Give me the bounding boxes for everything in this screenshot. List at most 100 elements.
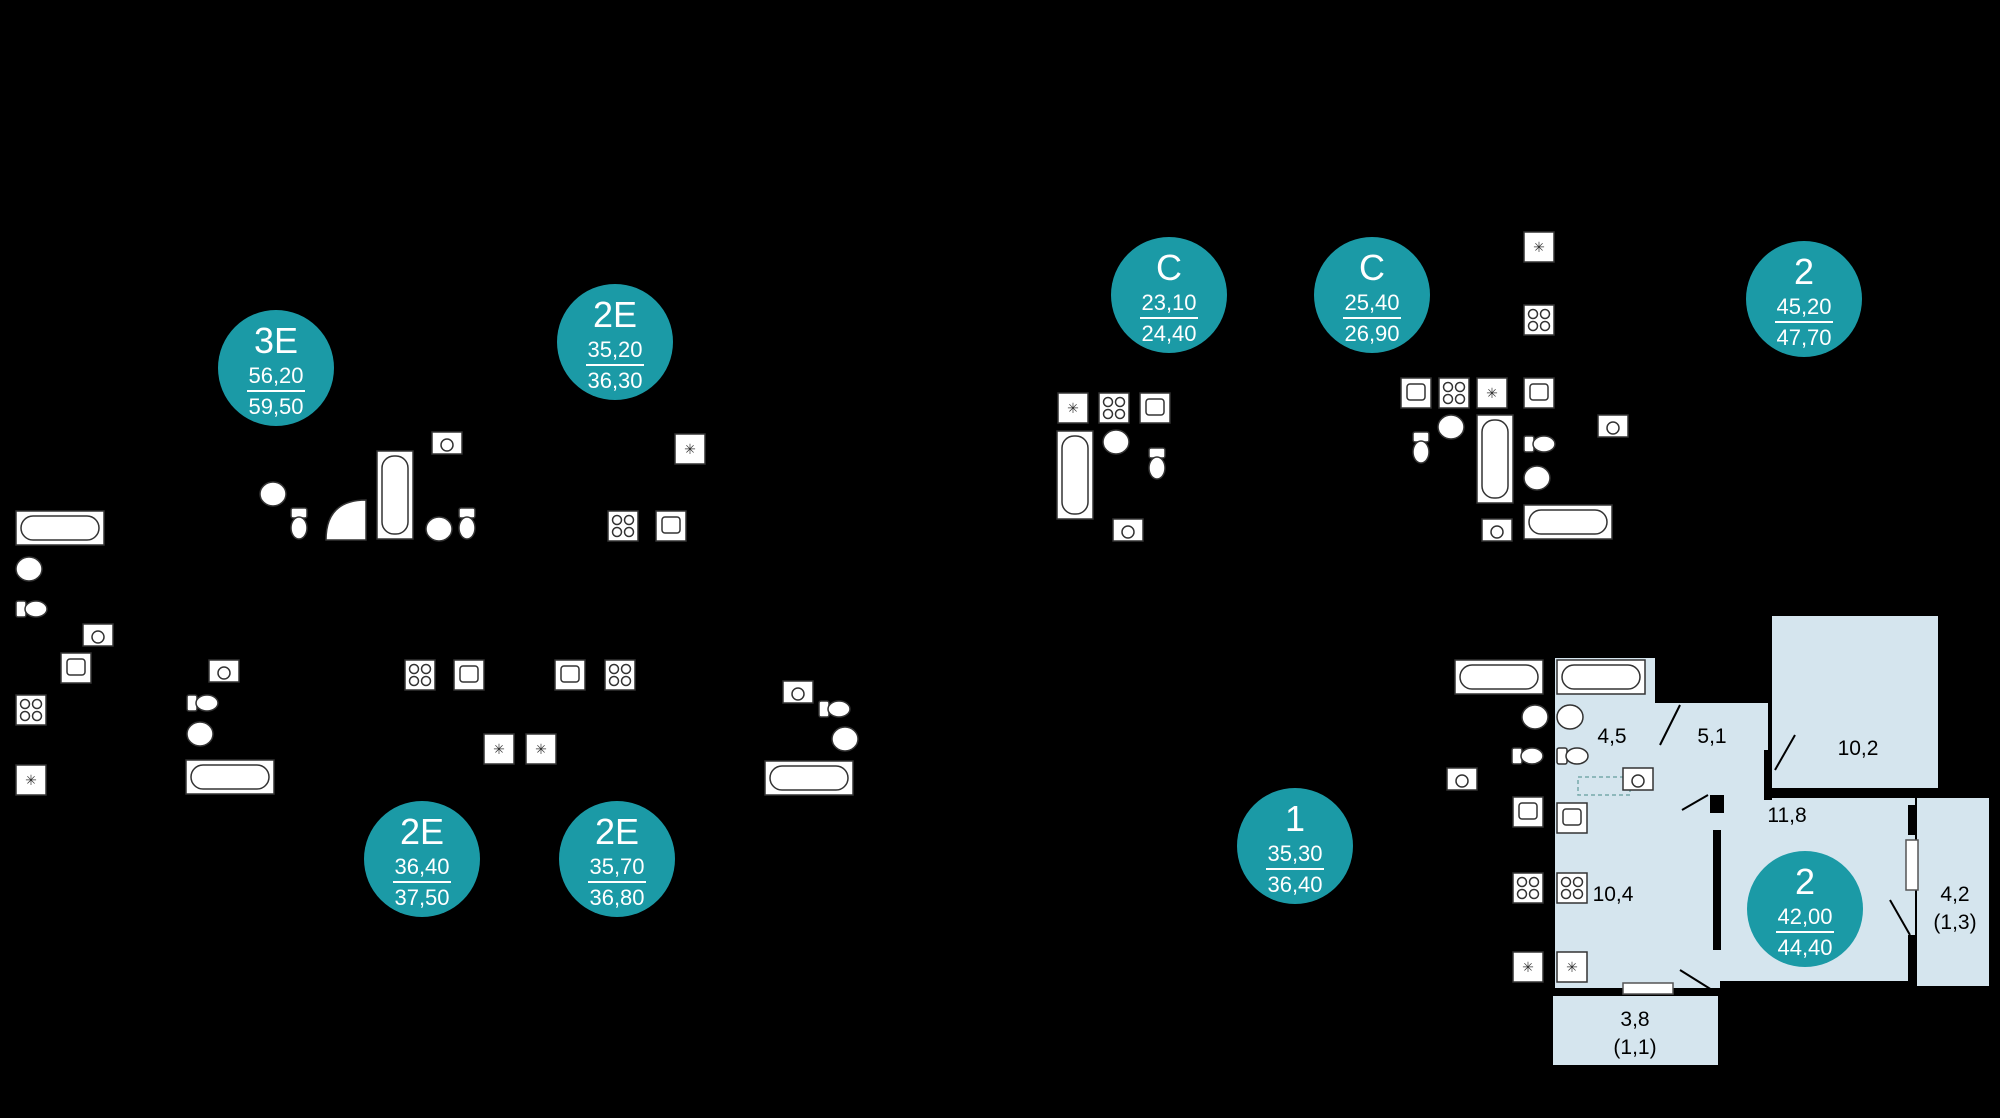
ventilation-icon: ✳ bbox=[1057, 392, 1089, 424]
washbasin-icon bbox=[15, 556, 43, 582]
apartment-badge-c-right[interactable]: C 25,40 26,90 bbox=[1314, 237, 1430, 353]
apartment-total-area: 36,40 bbox=[1267, 872, 1323, 897]
apartment-living-area: 35,30 bbox=[1266, 843, 1324, 870]
svg-text:✳: ✳ bbox=[1566, 959, 1578, 975]
bathtub-icon bbox=[1476, 414, 1514, 504]
bathtub-icon bbox=[1556, 659, 1646, 695]
svg-text:✳: ✳ bbox=[1486, 385, 1498, 401]
apartment-type: C bbox=[1359, 247, 1385, 288]
room-area-sub: (1,3) bbox=[1933, 911, 1977, 934]
room-area-label: 10,4 bbox=[1588, 881, 1638, 909]
sink-icon bbox=[655, 510, 687, 542]
toilet-icon bbox=[1556, 747, 1589, 765]
ventilation-icon: ✳ bbox=[1556, 951, 1588, 983]
room-area: 4,2 bbox=[1940, 883, 1970, 906]
stove-icon bbox=[404, 659, 436, 691]
toilet-icon bbox=[15, 600, 48, 618]
toilet-icon bbox=[818, 700, 851, 718]
toilet-icon bbox=[186, 694, 219, 712]
room-area-label: 3,8 (1,1) bbox=[1607, 1006, 1663, 1062]
washbasin-icon bbox=[1556, 704, 1584, 730]
washing-machine-icon bbox=[82, 623, 114, 647]
washbasin-icon bbox=[259, 481, 287, 507]
stove-icon bbox=[1512, 872, 1544, 904]
apartment-total-area: 59,50 bbox=[248, 394, 304, 419]
ventilation-icon: ✳ bbox=[525, 733, 557, 765]
apartment-living-area: 45,20 bbox=[1775, 296, 1833, 323]
toilet-icon bbox=[458, 507, 476, 540]
door-lines bbox=[1659, 704, 1911, 991]
svg-text:✳: ✳ bbox=[1522, 959, 1534, 975]
stove-icon bbox=[607, 510, 639, 542]
apartment-badge-2e-bottom-right[interactable]: 2E 35,70 36,80 bbox=[559, 801, 675, 917]
ventilation-icon: ✳ bbox=[15, 764, 47, 796]
room-balcony-right bbox=[1917, 798, 1989, 986]
apartment-badge-3e[interactable]: 3E 56,20 59,50 bbox=[218, 310, 334, 426]
room-area-label: 4,2 (1,3) bbox=[1927, 881, 1983, 937]
toilet-icon bbox=[1523, 435, 1556, 453]
bathtub-icon bbox=[764, 760, 854, 796]
apartment-total-area: 36,30 bbox=[587, 368, 643, 393]
apartment-living-area: 25,40 bbox=[1343, 292, 1401, 319]
apartment-total-area: 36,80 bbox=[589, 885, 645, 910]
toilet-icon bbox=[1511, 747, 1544, 765]
bathtub-icon bbox=[1523, 504, 1613, 540]
apartment-type: 3E bbox=[253, 320, 299, 361]
room-area: 10,2 bbox=[1837, 737, 1879, 760]
apartment-total-area: 37,50 bbox=[394, 885, 450, 910]
bathtub-icon bbox=[15, 510, 105, 546]
room-area: 10,4 bbox=[1592, 883, 1634, 906]
apartment-living-area: 36,40 bbox=[393, 856, 451, 883]
stove-icon bbox=[1523, 304, 1555, 336]
room-area: 11,8 bbox=[1767, 804, 1807, 827]
washing-machine-icon bbox=[1597, 414, 1629, 438]
apartment-badge-2e-top[interactable]: 2E 35,20 36,30 bbox=[557, 284, 673, 400]
stove-icon bbox=[1556, 872, 1588, 904]
washing-machine-icon bbox=[1622, 767, 1654, 791]
ventilation-icon: ✳ bbox=[674, 433, 706, 465]
ventilation-icon: ✳ bbox=[1476, 377, 1508, 409]
apartment-type: 2E bbox=[594, 811, 640, 852]
room-area-label: 10,2 bbox=[1833, 735, 1883, 763]
washbasin-icon bbox=[186, 721, 214, 747]
apartment-total-area: 47,70 bbox=[1776, 325, 1832, 350]
apartment-living-area: 35,20 bbox=[586, 339, 644, 366]
sink-icon bbox=[1139, 392, 1171, 424]
apartment-total-area: 24,40 bbox=[1141, 321, 1197, 346]
svg-text:✳: ✳ bbox=[1067, 400, 1079, 416]
apartment-badge-2-top[interactable]: 2 45,20 47,70 bbox=[1746, 241, 1862, 357]
room-area-label: 5,1 bbox=[1690, 723, 1734, 751]
apartment-living-area: 35,70 bbox=[588, 856, 646, 883]
apartment-badge-c-left[interactable]: C 23,10 24,40 bbox=[1111, 237, 1227, 353]
apartment-badge-1[interactable]: 1 35,30 36,40 bbox=[1237, 788, 1353, 904]
apartment-badge-2e-bottom-left[interactable]: 2E 36,40 37,50 bbox=[364, 801, 480, 917]
apartment-badge-2-highlighted[interactable]: 2 42,00 44,40 bbox=[1747, 851, 1863, 967]
apartment-type: 2E bbox=[592, 294, 638, 335]
sanitary-fixtures: ✳ ✳ ✳ ✳ ✳ ✳ ✳ ✳ ✳ bbox=[15, 231, 1654, 983]
washing-machine-icon bbox=[208, 659, 240, 683]
apartment-type: 2 bbox=[1793, 251, 1815, 292]
ventilation-icon: ✳ bbox=[483, 733, 515, 765]
washbasin-icon bbox=[1521, 704, 1549, 730]
ventilation-icon: ✳ bbox=[1523, 231, 1555, 263]
ventilation-icon: ✳ bbox=[1512, 951, 1544, 983]
washing-machine-icon bbox=[1112, 518, 1144, 542]
toilet-icon bbox=[1412, 431, 1430, 464]
sink-icon bbox=[60, 652, 92, 684]
sink-icon bbox=[1523, 377, 1555, 409]
room-area: 5,1 bbox=[1697, 725, 1727, 748]
room-area-sub: (1,1) bbox=[1613, 1036, 1657, 1059]
washing-machine-icon bbox=[431, 431, 463, 455]
washing-machine-icon bbox=[782, 680, 814, 704]
room-area: 4,5 bbox=[1597, 725, 1627, 748]
stove-icon bbox=[1098, 392, 1130, 424]
apartment-total-area: 26,90 bbox=[1344, 321, 1400, 346]
room-area-label: 11,8 bbox=[1762, 802, 1812, 830]
washbasin-icon bbox=[425, 516, 453, 542]
apartment-type: 2 bbox=[1794, 861, 1816, 902]
washbasin-icon bbox=[1523, 465, 1551, 491]
bathtub-icon bbox=[185, 759, 275, 795]
svg-text:✳: ✳ bbox=[535, 741, 547, 757]
washing-machine-icon bbox=[1481, 518, 1513, 542]
